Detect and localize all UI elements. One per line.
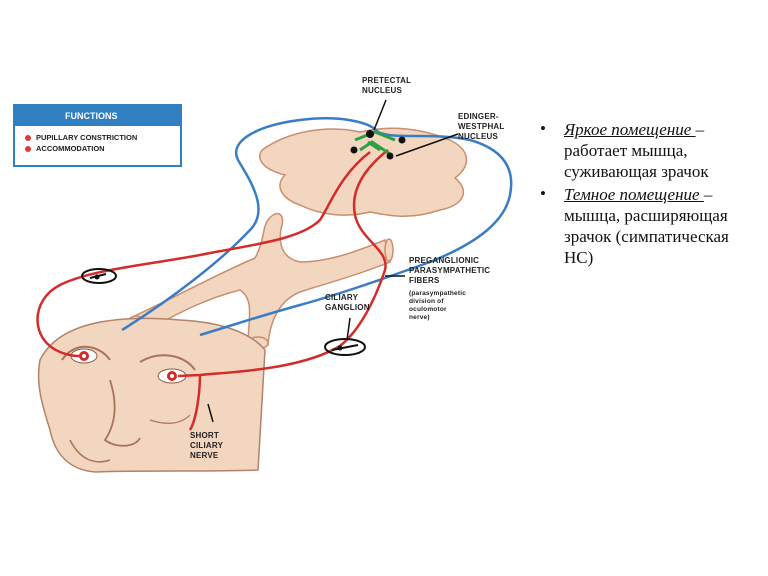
bullet-list: • Яркое помещение – работает мышца, сужи…	[540, 119, 760, 270]
ganglion-left	[81, 268, 117, 284]
afferent-pathway-blue	[121, 117, 513, 337]
bullet-bright-em: Яркое помещение	[564, 120, 696, 139]
label-short-ciliary-nerve: SHORT CILIARY NERVE	[190, 431, 224, 460]
bullet-icon: •	[540, 184, 546, 203]
label-pretectal-nucleus: PRETECTAL NUCLEUS	[362, 76, 412, 95]
functions-title: FUNCTIONS	[15, 106, 180, 126]
label-edinger-westphal: EDINGER- WESTPHAL NUCLEUS	[458, 112, 505, 141]
bullet-icon: •	[540, 119, 546, 138]
red-dot-icon	[25, 145, 31, 152]
leader-lines	[207, 99, 459, 423]
pretectal-edinger-nuclei	[350, 130, 406, 160]
bullet-bright-rest: – работает мышца, суживающая зрачок	[564, 120, 709, 181]
bullet-dark-em: Темное помещение	[564, 185, 704, 204]
red-dot-icon	[25, 134, 31, 141]
functions-legend: FUNCTIONS PUPILLARY CONSTRICTION ACCOMMO…	[13, 104, 182, 167]
midbrain-section	[259, 127, 468, 218]
label-ciliary-ganglion: CILIARY GANGLION	[325, 293, 370, 312]
bullet-dark-room: • Темное помещение – мышца, расширяющая …	[540, 184, 760, 268]
function-item-pupillary: PUPILLARY CONSTRICTION	[15, 132, 180, 143]
label-preganglionic-note: (parasympathetic division of oculomotor …	[409, 290, 467, 321]
bullet-bright-room: • Яркое помещение – работает мышца, сужи…	[540, 119, 760, 182]
function-item-accommodation: ACCOMMODATION	[15, 143, 180, 154]
label-preganglionic: PREGANGLIONIC PARASYMPATHETIC FIBERS	[409, 256, 491, 285]
head-illustration	[37, 317, 266, 473]
efferent-pathway-red	[36, 149, 389, 431]
bullet-dark-rest: – мышца, расширяющая зрачок (симпатическ…	[564, 185, 729, 267]
ciliary-ganglion-circle	[324, 338, 366, 356]
